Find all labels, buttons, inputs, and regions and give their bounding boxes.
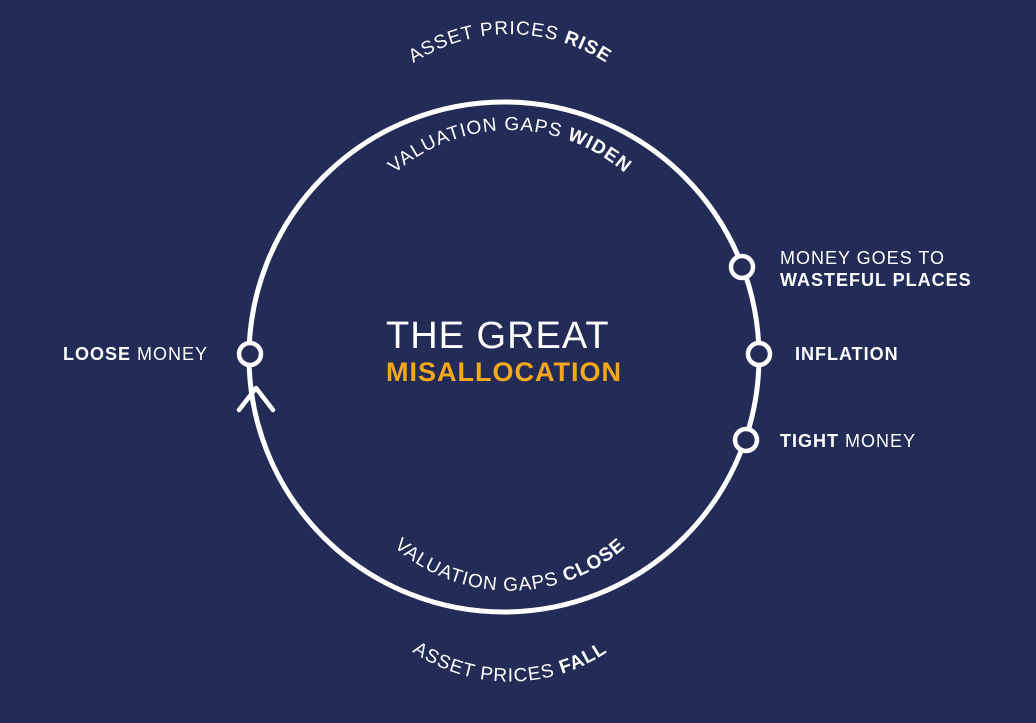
node-label-loose-money: LOOSE MONEY: [63, 344, 209, 364]
node-marker-inflation: [745, 340, 773, 368]
arc-label-asset-prices-rise: ASSET PRICES RISE: [405, 18, 615, 67]
arc-label-valuation-gaps-close: VALUATION GAPS CLOSE: [391, 534, 630, 595]
node-label-wasteful-places-line-1: MONEY GOES TO: [780, 248, 946, 268]
arc-label-asset-prices-fall: ASSET PRICES FALL: [409, 638, 611, 687]
node-label-wasteful-places-line-2: WASTEFUL PLACES: [780, 270, 972, 290]
title-line-1: THE GREAT: [386, 315, 610, 357]
node-marker-tight-money: [732, 426, 760, 454]
arc-label-valuation-gaps-widen: VALUATION GAPS WIDEN: [384, 114, 635, 177]
node-marker-wasteful-places: [728, 253, 756, 281]
title-line-2: MISALLOCATION: [386, 357, 622, 387]
diagram-title: THE GREAT MISALLOCATION: [386, 316, 646, 388]
node-label-tight-money: TIGHT MONEY: [780, 431, 917, 451]
node-marker-loose-money: [236, 340, 264, 368]
node-label-inflation: INFLATION: [795, 344, 899, 364]
cycle-arrowhead-icon: [236, 385, 276, 413]
node-label-wasteful-places: MONEY GOES TO WASTEFUL PLACES: [780, 247, 972, 291]
